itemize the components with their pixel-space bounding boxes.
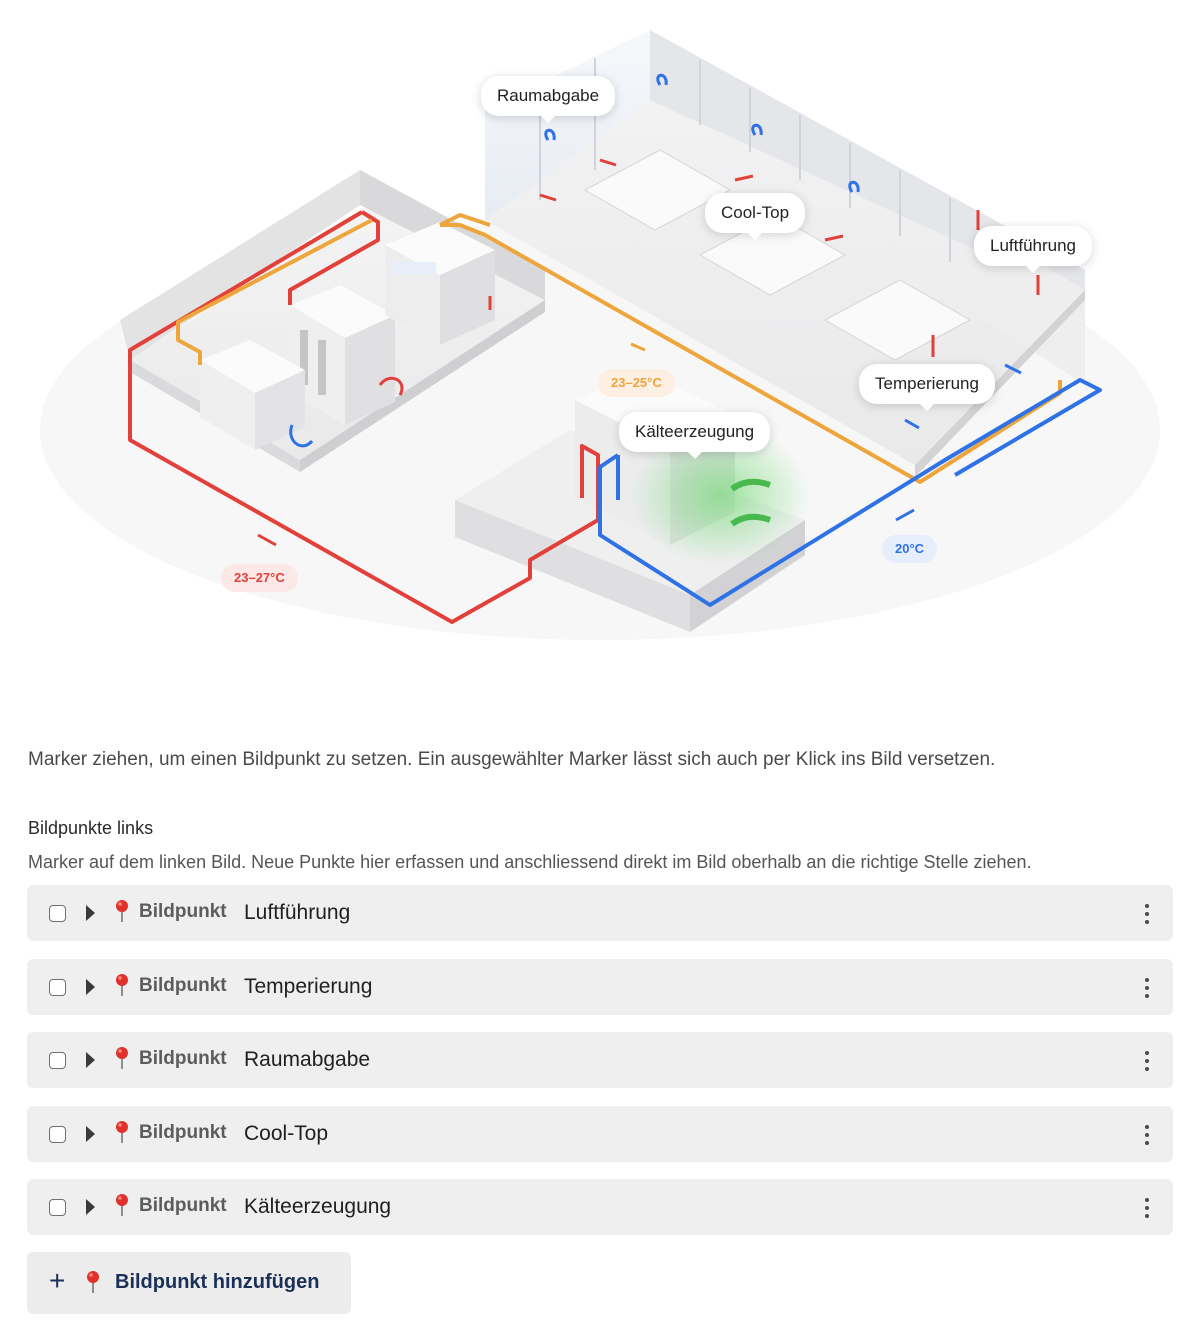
row-checkbox[interactable] <box>49 1052 66 1069</box>
orange-pipe <box>176 218 373 365</box>
red-return-pipe <box>128 210 600 624</box>
datacenter-cooling-illustration[interactable]: Raumabgabe Cool-Top Luftführung Temperie… <box>0 0 1200 680</box>
server-racks <box>200 222 495 450</box>
row-kind-label: Bildpunkt <box>139 975 227 996</box>
more-vertical-icon[interactable] <box>1137 1050 1157 1072</box>
row-title: Luftführung <box>244 901 351 924</box>
map-pin-icon <box>116 900 128 922</box>
map-pin-icon <box>116 974 128 996</box>
hotspot-row[interactable]: Bildpunkt Raumabgabe <box>27 1032 1173 1088</box>
row-kind-label: Bildpunkt <box>139 1122 227 1143</box>
add-hotspot-button[interactable]: + Bildpunkt hinzufügen <box>27 1252 351 1314</box>
caret-right-icon[interactable] <box>86 905 95 921</box>
callout-raumabgabe[interactable]: Raumabgabe <box>481 76 616 123</box>
add-hotspot-label: Bildpunkt hinzufügen <box>115 1271 320 1293</box>
section-title: Bildpunkte links <box>28 818 154 838</box>
hotspot-row[interactable]: Bildpunkt Temperierung <box>27 959 1173 1015</box>
illustration-drawing <box>120 30 1102 632</box>
more-vertical-icon[interactable] <box>1137 1197 1157 1219</box>
map-pin-icon <box>116 1047 128 1069</box>
row-kind-label: Bildpunkt <box>139 1195 227 1216</box>
temperature-badge-orange: 23–25°C <box>598 369 675 397</box>
row-kind-label: Bildpunkt <box>139 1048 227 1069</box>
blue-supply-pipe <box>598 378 1102 607</box>
hotspot-row[interactable]: Bildpunkt Kälteerzeugung <box>27 1179 1173 1235</box>
row-checkbox[interactable] <box>49 979 66 996</box>
temperature-badge-supply: 20°C <box>882 535 938 563</box>
hotspot-row[interactable]: Bildpunkt Luftführung <box>27 885 1173 941</box>
marker-hint-text: Marker ziehen, um einen Bildpunkt zu set… <box>28 749 996 770</box>
plus-icon: + <box>49 1265 66 1296</box>
map-pin-icon <box>87 1271 99 1293</box>
temperature-badge-return: 23–27°C <box>221 564 298 592</box>
callout-temperierung[interactable]: Temperierung <box>859 364 995 411</box>
more-vertical-icon[interactable] <box>1137 977 1157 999</box>
pipes <box>128 210 1102 624</box>
row-title: Temperierung <box>244 975 373 998</box>
more-vertical-icon[interactable] <box>1137 903 1157 925</box>
caret-right-icon[interactable] <box>86 1052 95 1068</box>
row-checkbox[interactable] <box>49 905 66 922</box>
callout-kaelteerzeugung[interactable]: Kälteerzeugung <box>619 412 771 459</box>
section-description: Marker auf dem linken Bild. Neue Punkte … <box>28 852 1032 872</box>
row-title: Raumabgabe <box>244 1048 371 1071</box>
more-vertical-icon[interactable] <box>1137 1124 1157 1146</box>
desks <box>583 149 972 361</box>
chiller-green-airflow <box>630 425 810 565</box>
caret-right-icon[interactable] <box>86 979 95 995</box>
row-checkbox[interactable] <box>49 1126 66 1143</box>
map-pin-icon <box>116 1121 128 1143</box>
row-title: Kälteerzeugung <box>244 1195 392 1218</box>
row-checkbox[interactable] <box>49 1199 66 1216</box>
row-title: Cool-Top <box>244 1122 329 1145</box>
callout-luftfuehrung[interactable]: Luftführung <box>974 226 1093 273</box>
map-pin-icon <box>116 1194 128 1216</box>
hotspot-row[interactable]: Bildpunkt Cool-Top <box>27 1106 1173 1162</box>
row-kind-label: Bildpunkt <box>139 901 227 922</box>
callout-cool-top[interactable]: Cool-Top <box>705 193 806 240</box>
caret-right-icon[interactable] <box>86 1126 95 1142</box>
caret-right-icon[interactable] <box>86 1199 95 1215</box>
